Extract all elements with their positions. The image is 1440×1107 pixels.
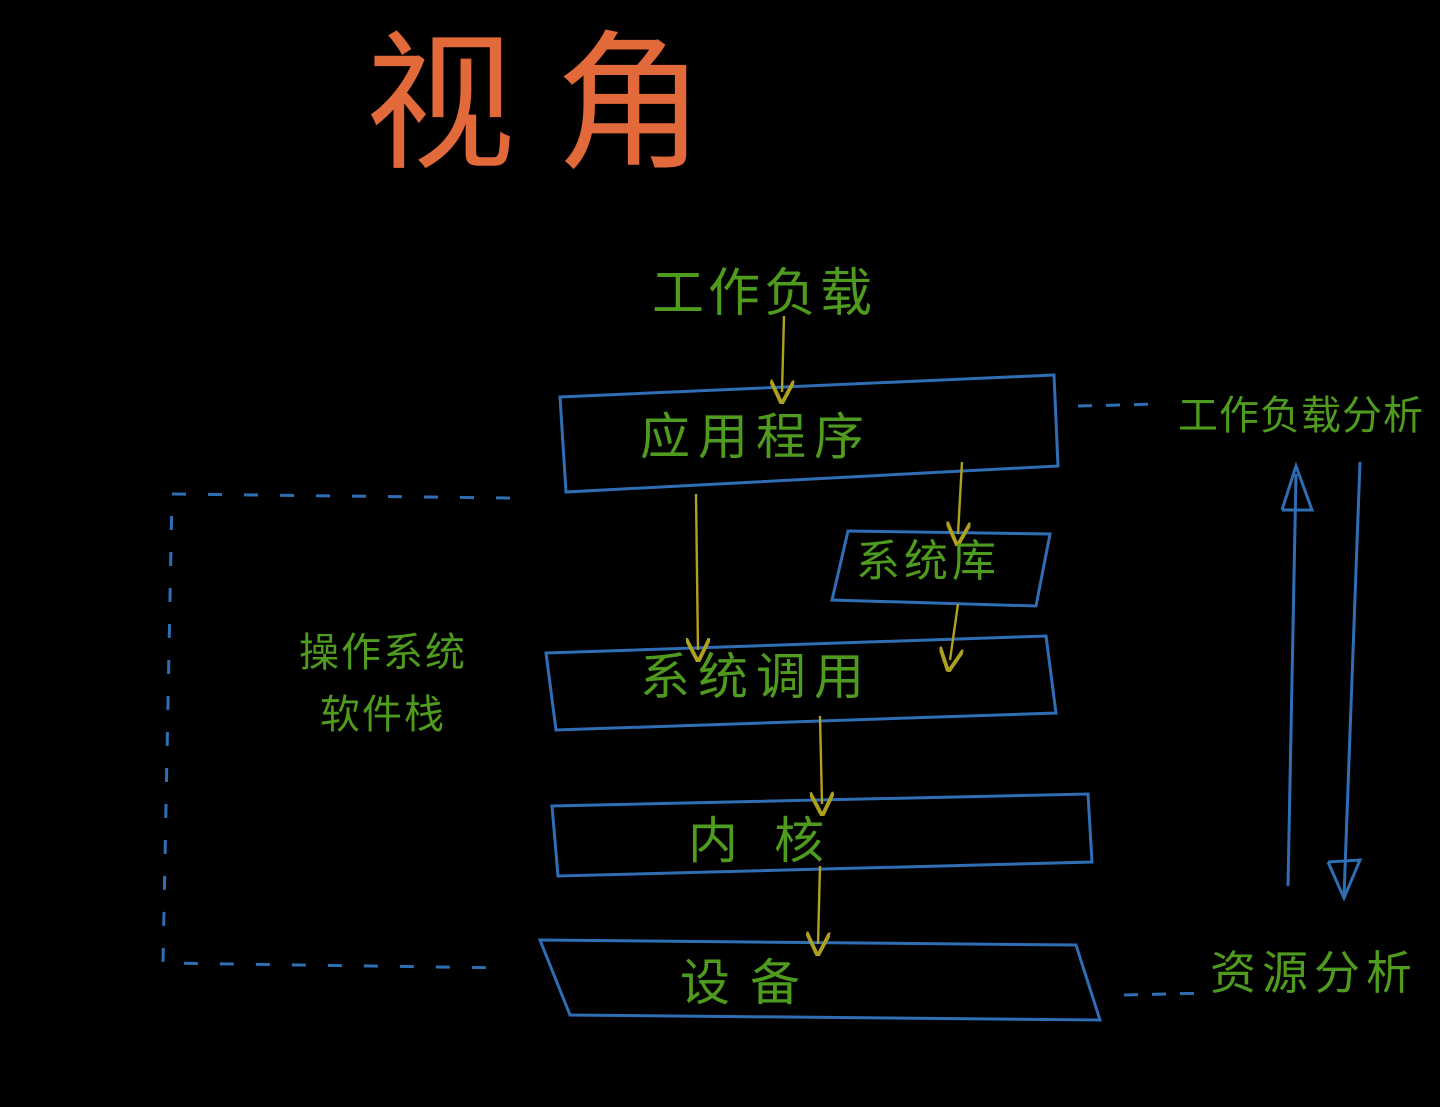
system-library-box xyxy=(830,529,1052,608)
system-library-label: 系统库 xyxy=(856,536,1000,587)
app-to-library-arrow xyxy=(958,461,962,534)
system-call-label: 系统调用 xyxy=(640,648,872,706)
upward-arrow-head xyxy=(1280,461,1315,512)
system-call-box xyxy=(544,634,1058,732)
library-to-syscall-arrow xyxy=(950,603,958,660)
kernel-label: 内核 xyxy=(688,812,860,870)
downward-arrow-head xyxy=(1326,858,1363,902)
os-stack-bracket xyxy=(161,492,511,970)
upward-analysis-arrow xyxy=(1286,473,1298,887)
page-title: 视角 xyxy=(365,18,746,192)
workload-analysis-label: 工作负载分析 xyxy=(1178,393,1424,439)
kernel-to-device-arrow xyxy=(818,865,820,944)
application-label: 应用程序 xyxy=(640,408,872,466)
device-box xyxy=(537,938,1103,1022)
syscall-to-kernel-arrow xyxy=(820,715,822,804)
device-label: 设备 xyxy=(680,954,820,1012)
downward-analysis-arrow xyxy=(1342,461,1362,897)
kernel-box xyxy=(550,792,1094,878)
resource-analysis-connector xyxy=(1123,991,1209,997)
app-to-syscall-arrow xyxy=(696,493,698,650)
application-box xyxy=(558,373,1060,494)
os-software-stack-label: 操作系统软件栈 xyxy=(299,630,467,738)
workload-to-app-arrow xyxy=(782,315,784,392)
workload-label: 工作负载 xyxy=(652,264,877,324)
workload-analysis-connector xyxy=(1077,402,1161,408)
resource-analysis-label: 资源分析 xyxy=(1210,946,1418,1000)
